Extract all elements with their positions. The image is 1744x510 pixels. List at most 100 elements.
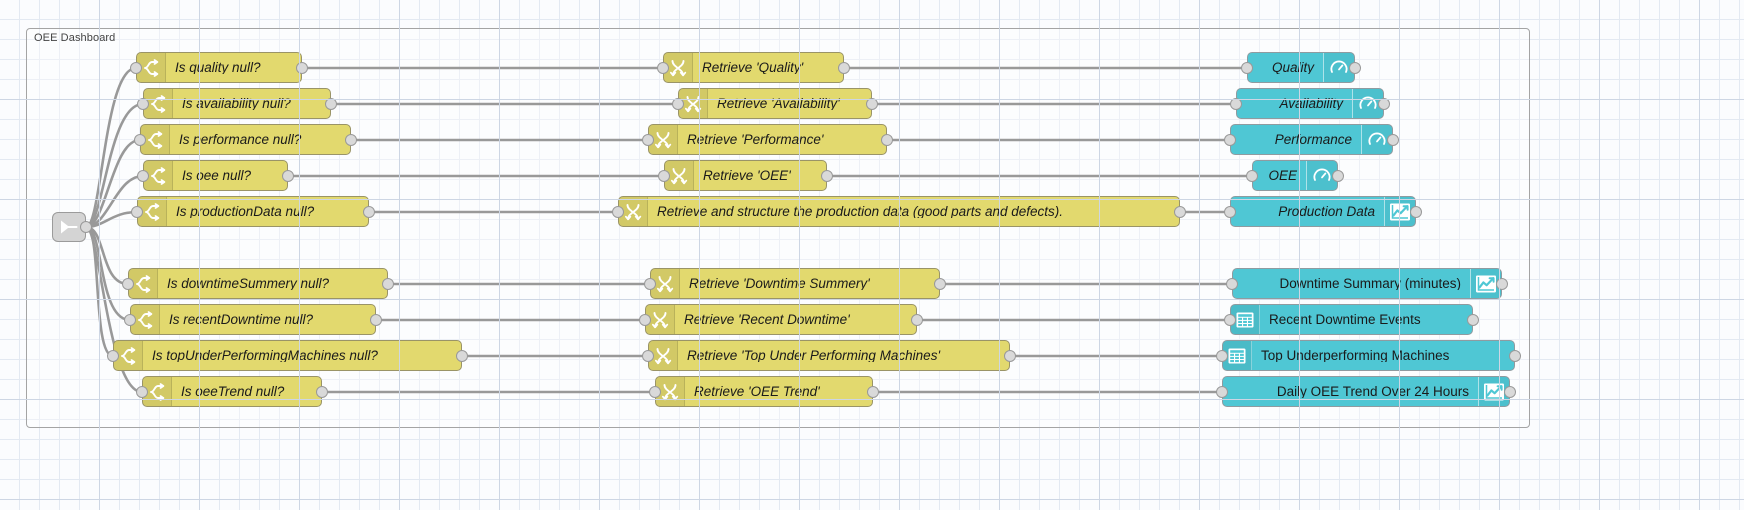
change-node-2[interactable]: Retrieve 'Availability' [672,88,878,119]
change-output-port[interactable] [1004,349,1016,362]
switch-output-port[interactable] [382,277,394,290]
change-output-port[interactable] [934,277,946,290]
switch-output-port[interactable] [316,385,328,398]
switch-input-port[interactable] [122,277,134,290]
change-output-port[interactable] [867,385,879,398]
switch-input-port[interactable] [136,385,148,398]
change-icon [670,167,688,185]
change-icon [684,95,702,113]
dashboard-output-port[interactable] [1378,97,1390,110]
change-output-port[interactable] [866,97,878,110]
dashboard-node-2[interactable]: Availability [1230,88,1390,119]
change-input-port[interactable] [642,349,654,362]
switch-node-7[interactable]: Is recentDowntime null? [124,304,382,335]
dashboard-node-3[interactable]: Performance [1224,124,1399,155]
gauge-icon [1329,58,1349,78]
switch-output-port[interactable] [345,133,357,146]
change-node-1[interactable]: Retrieve 'Quality' [657,52,850,83]
change-input-port[interactable] [639,313,651,326]
change-output-port[interactable] [911,313,923,326]
change-input-port[interactable] [642,133,654,146]
change-icon-box [665,161,694,190]
dashboard-node-9[interactable]: Daily OEE Trend Over 24 Hours [1216,376,1516,407]
switch-output-port[interactable] [363,205,375,218]
change-icon [656,275,674,293]
node-label: Is oee null? [182,168,252,183]
node-label: Is recentDowntime null? [169,312,314,327]
dashboard-input-port[interactable] [1216,385,1228,398]
switch-input-port[interactable] [134,133,146,146]
switch-output-port[interactable] [296,61,308,74]
change-output-port[interactable] [821,169,833,182]
dashboard-node-1[interactable]: Quality [1241,52,1361,83]
dashboard-icon-box-right [1470,269,1501,298]
dashboard-output-port[interactable] [1387,133,1399,146]
switch-node-6[interactable]: Is downtimeSummery null? [122,268,394,299]
node-label: Retrieve 'Quality' [702,60,804,75]
dashboard-input-port[interactable] [1224,313,1236,326]
switch-node-8[interactable]: Is topUnderPerformingMachines null? [107,340,468,371]
switch-output-port[interactable] [370,313,382,326]
change-node-8[interactable]: Retrieve 'Top Under Performing Machines' [642,340,1016,371]
node-label: Retrieve 'Availability' [717,96,840,111]
dashboard-output-port[interactable] [1504,385,1516,398]
change-node-9[interactable]: Retrieve 'OEE Trend' [649,376,879,407]
switch-output-port[interactable] [325,97,337,110]
switch-input-port[interactable] [137,169,149,182]
change-node-7[interactable]: Retrieve 'Recent Downtime' [639,304,923,335]
dashboard-output-port[interactable] [1496,277,1508,290]
switch-output-port[interactable] [282,169,294,182]
change-input-port[interactable] [657,61,669,74]
dashboard-output-port[interactable] [1332,169,1344,182]
change-output-port[interactable] [1174,205,1186,218]
node-label: Retrieve 'Top Under Performing Machines' [687,348,941,363]
change-node-4[interactable]: Retrieve 'OEE' [658,160,833,191]
switch-input-port[interactable] [137,97,149,110]
dashboard-node-6[interactable]: Downtime Summary (minutes) [1226,268,1508,299]
switch-input-port[interactable] [130,61,142,74]
node-label: Retrieve 'OEE Trend' [694,384,820,399]
dashboard-output-port[interactable] [1410,205,1422,218]
dashboard-node-5[interactable]: Production Data [1224,196,1422,227]
switch-input-port[interactable] [131,205,143,218]
change-input-port[interactable] [644,277,656,290]
dashboard-input-port[interactable] [1246,169,1258,182]
link-in-output-port[interactable] [80,221,92,233]
change-input-port[interactable] [649,385,661,398]
change-input-port[interactable] [658,169,670,182]
switch-input-port[interactable] [107,349,119,362]
change-output-port[interactable] [881,133,893,146]
switch-node-1[interactable]: Is quality null? [130,52,308,83]
change-node-6[interactable]: Retrieve 'Downtime Summery' [644,268,946,299]
node-label: Is downtimeSummery null? [167,276,330,291]
switch-node-4[interactable]: Is oee null? [137,160,294,191]
switch-icon [142,58,160,77]
dashboard-input-port[interactable] [1216,349,1228,362]
link-in-node[interactable] [52,212,92,242]
dashboard-input-port[interactable] [1241,61,1253,74]
change-input-port[interactable] [612,205,624,218]
switch-output-port[interactable] [456,349,468,362]
dashboard-node-4[interactable]: OEE [1246,160,1344,191]
dashboard-input-port[interactable] [1226,277,1238,290]
switch-node-9[interactable]: Is oeeTrend null? [136,376,328,407]
link-in-icon [60,220,78,234]
switch-input-port[interactable] [124,313,136,326]
switch-node-2[interactable]: Is availability null? [137,88,337,119]
dashboard-output-port[interactable] [1467,313,1479,326]
dashboard-output-port[interactable] [1509,349,1521,362]
dashboard-input-port[interactable] [1224,205,1236,218]
line-chart-icon [1483,382,1505,402]
change-node-3[interactable]: Retrieve 'Performance' [642,124,893,155]
dashboard-output-port[interactable] [1349,61,1361,74]
change-node-5[interactable]: Retrieve and structure the production da… [612,196,1186,227]
dashboard-node-7[interactable]: Recent Downtime Events [1224,304,1479,335]
dashboard-input-port[interactable] [1224,133,1236,146]
dashboard-input-port[interactable] [1230,97,1242,110]
change-input-port[interactable] [672,97,684,110]
switch-node-3[interactable]: Is performance null? [134,124,357,155]
switch-node-5[interactable]: Is productionData null? [131,196,375,227]
dashboard-node-8[interactable]: Top Underperforming Machines [1216,340,1521,371]
change-output-port[interactable] [838,61,850,74]
